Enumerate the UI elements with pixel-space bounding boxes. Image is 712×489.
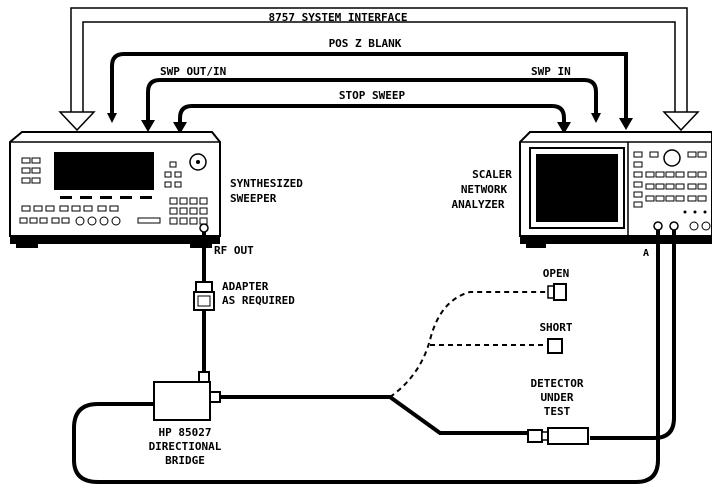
short-standard: [547, 338, 563, 354]
rf-out-connector: [199, 223, 209, 233]
system-interface-bus: [70, 7, 688, 112]
sweeper-label: SWEEPER: [230, 192, 277, 205]
adapter-label: ADAPTER: [222, 280, 269, 293]
analyzer-label: ANALYZER: [452, 198, 505, 211]
rf-out-label: RF OUT: [214, 244, 254, 257]
synthesized-sweeper: [9, 131, 221, 248]
test-label: TEST: [544, 405, 571, 418]
pos-z-blank-label: POS Z BLANK: [329, 37, 402, 50]
pos-z-blank-cable: [107, 52, 628, 124]
bridge-directional-label: DIRECTIONAL: [149, 440, 222, 453]
scaler-label: SCALER: [472, 168, 512, 181]
stop-sweep-label: STOP SWEEP: [339, 89, 406, 102]
detector-under-test: [527, 427, 589, 445]
input-a-connector: [653, 221, 663, 231]
bridge-to-input-a-cable: [72, 230, 660, 484]
analyzer-screen-frame: [529, 147, 625, 229]
sweeper-display: [54, 152, 154, 190]
system-interface-right-arrow-icon: [662, 111, 700, 132]
open-standard: [547, 283, 567, 301]
open-label: OPEN: [543, 267, 570, 280]
stop-sweep-left-arrow-icon: [173, 122, 187, 134]
swp-in-label: SWP IN: [531, 65, 571, 78]
bridge-label: BRIDGE: [165, 454, 205, 467]
swp-out-in-label: SWP OUT/IN: [160, 65, 226, 78]
pos-z-blank-source-arrow-icon: [619, 118, 633, 130]
analyzer-knob: [663, 149, 681, 167]
bridge-model-label: HP 85027: [159, 426, 212, 439]
synthesized-label: SYNTHESIZED: [230, 177, 303, 190]
stop-sweep-right-arrow-icon: [557, 122, 571, 134]
under-label: UNDER: [540, 391, 573, 404]
stop-sweep-cable: [178, 104, 566, 124]
network-label: NETWORK: [461, 183, 508, 196]
input-b-connector: [669, 221, 679, 231]
as-required-label: AS REQUIRED: [222, 294, 295, 307]
scaler-network-analyzer: [519, 131, 712, 248]
detector-label: DETECTOR: [531, 377, 584, 390]
analyzer-screen: [536, 154, 618, 222]
input-a-label: A: [643, 248, 649, 259]
open-standard-dashed-path: [389, 291, 548, 398]
test-port-cable: [220, 395, 530, 435]
short-label: SHORT: [539, 321, 572, 334]
system-interface-label: 8757 SYSTEM INTERFACE: [268, 11, 407, 24]
swp-out-in-end-arrow-icon: [141, 120, 155, 132]
swp-out-in-cable: [146, 78, 601, 126]
sweeper-knob: [189, 153, 207, 171]
adapter: [193, 281, 215, 311]
directional-bridge: [153, 371, 221, 421]
system-interface-left-arrow-icon: [58, 111, 96, 132]
detector-to-input-b-cable: [590, 230, 676, 440]
